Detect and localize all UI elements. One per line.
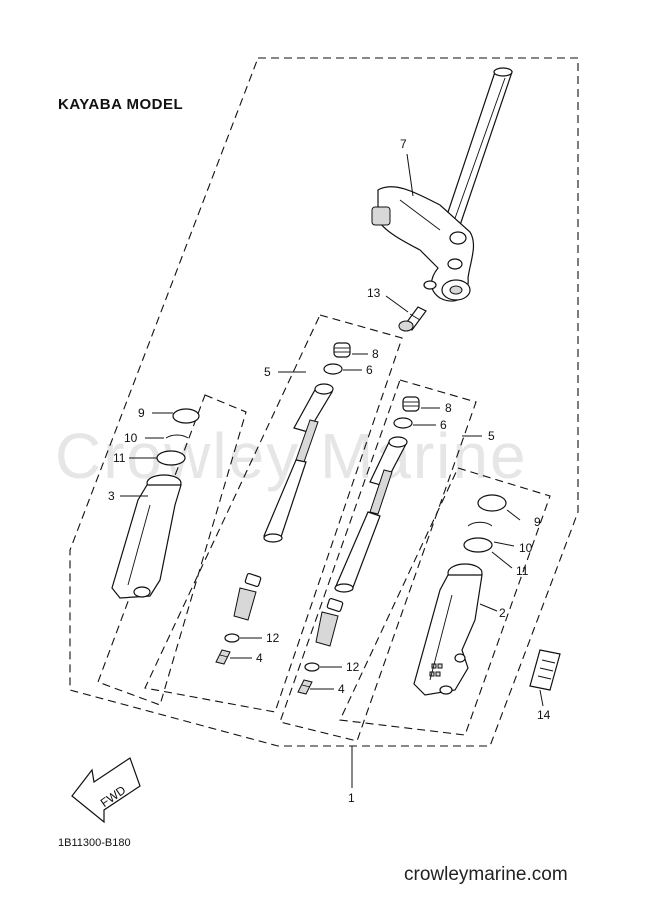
group-boundary-cartridge-right [279, 379, 477, 742]
left-cap-bolt-part [333, 342, 351, 358]
callout-14: 14 [537, 708, 551, 722]
callout-9-left: 9 [138, 406, 145, 420]
callout-1: 1 [348, 791, 355, 805]
callout-11-right: 11 [516, 564, 529, 578]
left-o-ring-part [323, 363, 343, 375]
callout-5-right: 5 [488, 429, 495, 443]
left-circlip-part [165, 434, 189, 439]
right-oil-seal-part [463, 537, 493, 553]
right-washer-part [304, 662, 320, 672]
left-washer-part [224, 633, 240, 643]
group-boundary-left-tube [97, 394, 247, 706]
callout-8-right: 8 [445, 401, 452, 415]
callout-4-right: 4 [338, 682, 345, 696]
leader-lines [120, 153, 544, 788]
callout-9-right: 9 [534, 515, 541, 529]
callout-numbers: 7 13 8 6 5 8 6 5 9 10 11 3 9 10 11 2 12 … [108, 137, 551, 805]
left-damper-rod-part [233, 383, 334, 621]
fwd-arrow: FWD [71, 757, 141, 824]
callout-11-left: 11 [113, 451, 126, 465]
pinch-bolt-part [398, 306, 427, 332]
callout-12-right: 12 [346, 660, 360, 674]
right-damper-rod-part [315, 436, 408, 647]
callout-8-left: 8 [372, 347, 379, 361]
callout-6-right: 6 [440, 418, 447, 432]
website-label: crowleymarine.com [404, 864, 568, 885]
right-bolt-part [297, 679, 313, 695]
steering-stem-part [371, 67, 513, 302]
callout-12-left: 12 [266, 631, 280, 645]
right-dust-seal-part [477, 494, 507, 512]
right-outer-tube-part [413, 563, 483, 696]
callout-6-left: 6 [366, 363, 373, 377]
callout-13: 13 [367, 286, 381, 300]
callout-5-left: 5 [264, 365, 271, 379]
diagram-title: KAYABA MODEL [58, 96, 183, 113]
caution-label-part [529, 649, 561, 691]
callout-10-right: 10 [519, 541, 533, 555]
right-cap-bolt-part [402, 396, 420, 412]
right-o-ring-part [393, 417, 413, 429]
diagram-code: 1B11300-B180 [58, 837, 131, 849]
left-outer-tube-part [111, 474, 182, 599]
right-circlip-part [467, 521, 493, 527]
callout-7: 7 [400, 137, 407, 151]
callout-4-left: 4 [256, 651, 263, 665]
group-boundary-cartridge-left [144, 314, 403, 713]
callout-2: 2 [499, 606, 506, 620]
left-oil-seal-part [156, 450, 186, 466]
callout-10-left: 10 [124, 431, 138, 445]
assembly-boundary-main [69, 57, 579, 747]
callout-3: 3 [108, 489, 115, 503]
left-dust-seal-part [172, 408, 200, 424]
left-bolt-part [215, 649, 231, 665]
